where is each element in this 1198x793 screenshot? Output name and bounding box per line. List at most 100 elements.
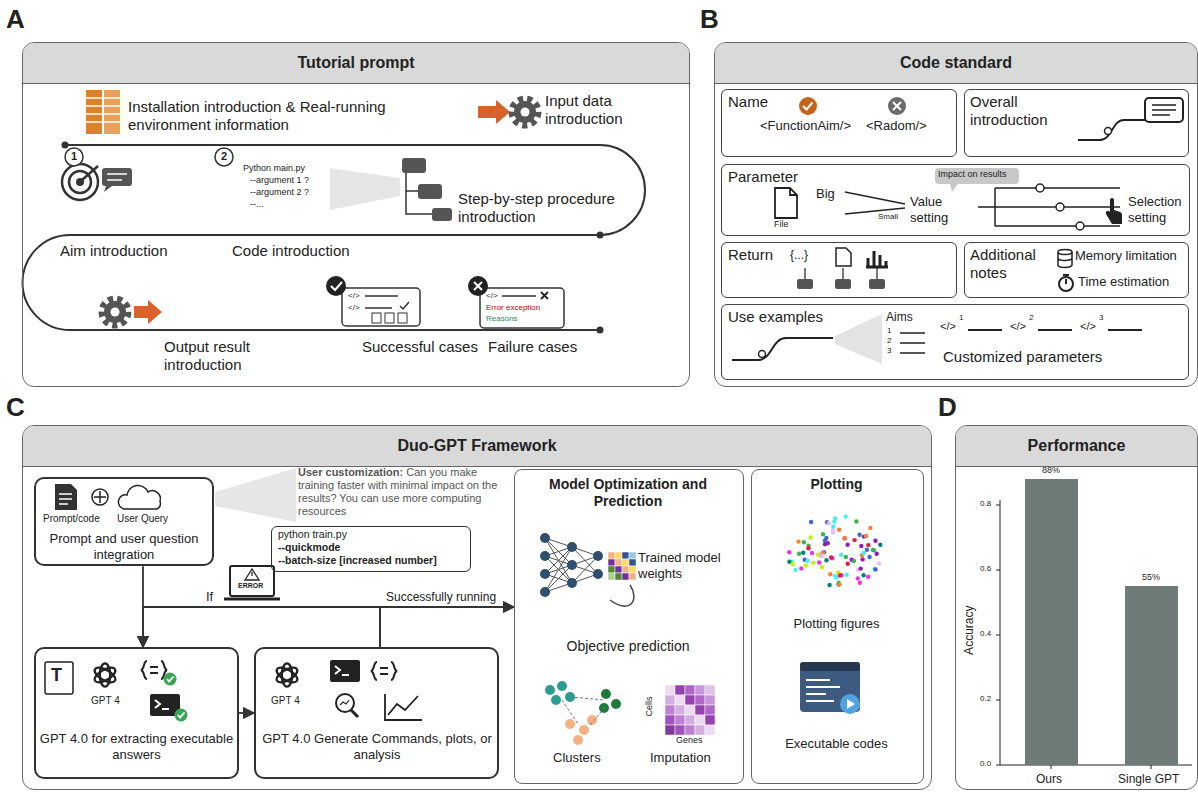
panel-b-art xyxy=(866,251,888,267)
texture xyxy=(608,559,615,566)
box-text: <FunctionAim/> xyxy=(760,118,851,134)
texture xyxy=(608,552,615,559)
box-text: Use examples xyxy=(728,308,823,326)
panel-title: Tutorial prompt xyxy=(297,53,414,72)
panel-c-art xyxy=(599,689,621,713)
texture xyxy=(867,555,871,559)
texture xyxy=(685,695,695,705)
texture xyxy=(797,552,801,556)
panel-a-art xyxy=(385,313,394,323)
texture xyxy=(695,685,705,695)
panel-c-art xyxy=(45,662,73,694)
box-text: Clusters xyxy=(553,750,601,766)
texture xyxy=(843,536,847,540)
box-text: <Radom/> xyxy=(866,118,927,134)
texture xyxy=(793,568,797,572)
box-text: Name xyxy=(728,93,768,111)
texture xyxy=(865,548,869,552)
panel-c-art xyxy=(251,572,252,576)
texture xyxy=(873,567,877,571)
standard-box: Additional notesMemory limitationTime es… xyxy=(964,242,1189,298)
texture xyxy=(629,573,636,580)
panel-b-art xyxy=(1145,98,1183,122)
bar-chart xyxy=(996,479,1192,769)
box-text: Aims xyxy=(886,310,913,324)
panel-c-art xyxy=(565,715,597,745)
box-text: Impact on results xyxy=(938,169,1007,180)
texture xyxy=(545,565,572,592)
texture xyxy=(665,695,675,705)
code-box: python train.py--quickmode--batch-size [… xyxy=(271,526,471,572)
panel-a-art xyxy=(474,282,482,290)
texture xyxy=(675,705,685,715)
texture xyxy=(695,705,705,715)
panel-b-art xyxy=(759,351,766,358)
texture xyxy=(809,535,813,539)
panel-c-art xyxy=(351,710,358,717)
panel: Performance xyxy=(955,425,1198,790)
label: B xyxy=(700,4,719,35)
panel-a-art xyxy=(86,90,102,134)
panel-a-art xyxy=(365,296,398,308)
label: Ours xyxy=(1036,772,1062,786)
panel-b-art xyxy=(835,314,882,364)
panel-c-art xyxy=(118,485,160,509)
panel-c-art xyxy=(806,680,840,701)
panel-a-art xyxy=(597,232,604,239)
panel-b-art xyxy=(1106,198,1122,224)
bar-chart xyxy=(1025,479,1078,765)
texture xyxy=(665,685,675,695)
label: D xyxy=(938,392,957,423)
texture xyxy=(695,695,705,705)
box-text: --batch-size [increased number] xyxy=(278,554,437,567)
texture xyxy=(787,550,791,554)
header-band: Tutorial prompt xyxy=(23,43,689,84)
panel-a-art xyxy=(102,299,128,325)
box-text: {...} xyxy=(790,248,808,262)
box-text: Prompt/code xyxy=(43,513,100,525)
panel-a-art xyxy=(134,300,162,324)
box-text: Objective prediction xyxy=(523,638,733,655)
texture xyxy=(685,685,695,695)
texture xyxy=(540,587,550,597)
texture xyxy=(861,573,865,577)
texture xyxy=(829,555,833,559)
panel-c-art xyxy=(587,715,597,725)
panel-b-art xyxy=(836,248,851,266)
label: Failure cases xyxy=(488,338,577,356)
box-text: Additional notes xyxy=(970,246,1050,282)
texture xyxy=(593,551,603,561)
texture xyxy=(705,715,715,725)
box-text: </> xyxy=(940,320,956,333)
panel-b-art xyxy=(1152,105,1176,115)
texture xyxy=(705,705,715,715)
label: --argument 2 ? xyxy=(250,187,309,198)
box-text: 2 xyxy=(887,336,891,346)
texture xyxy=(705,685,715,695)
texture xyxy=(593,569,603,579)
panel-c-art xyxy=(340,700,349,705)
box-text: Selection setting xyxy=(1128,194,1186,225)
panel-c-art xyxy=(230,566,274,596)
panel-b-art xyxy=(799,97,817,115)
panel-a-art xyxy=(86,98,120,122)
texture xyxy=(827,583,831,587)
texture xyxy=(844,514,848,518)
panel-a-art xyxy=(400,302,409,309)
panel-a-art xyxy=(102,168,132,186)
panel-b-art xyxy=(978,188,1120,226)
panel-b-art xyxy=(1076,222,1084,230)
panel-a-art xyxy=(104,186,112,192)
label: Error exception xyxy=(486,303,540,313)
panel-c-art xyxy=(565,719,575,729)
texture xyxy=(852,559,856,563)
label: 0.4 xyxy=(980,629,991,639)
texture xyxy=(791,562,795,566)
texture xyxy=(665,725,675,735)
label: --... xyxy=(250,199,264,210)
box-text: 1 xyxy=(959,313,963,323)
texture xyxy=(817,560,821,564)
box-text: python train.py xyxy=(278,528,347,541)
panel-c-art xyxy=(557,681,567,691)
box-text: Prompt and user question integration xyxy=(39,531,209,562)
